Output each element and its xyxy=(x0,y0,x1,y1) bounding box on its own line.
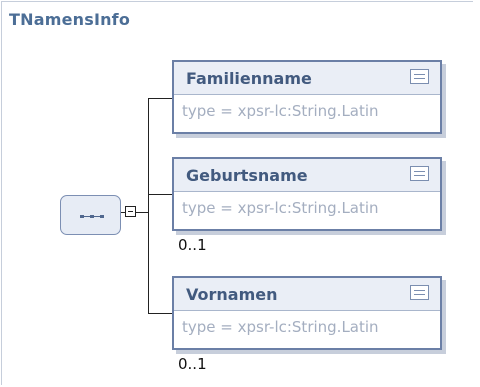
element-geburtsname[interactable]: Geburtsname type = xpsr-lc:String.Latin xyxy=(172,157,442,231)
documentation-icon[interactable] xyxy=(410,69,429,84)
occurrence-label: 0..1 xyxy=(178,236,207,254)
element-name: Vornamen xyxy=(186,285,278,304)
element-type: type = xpsr-lc:String.Latin xyxy=(182,102,379,120)
element-name: Geburtsname xyxy=(186,166,308,185)
connector-vertical-spine xyxy=(148,98,149,313)
sequence-compositor[interactable] xyxy=(60,195,121,235)
connector-to-geburtsname xyxy=(148,194,172,195)
connector-to-familienname xyxy=(148,98,172,99)
element-type: type = xpsr-lc:String.Latin xyxy=(182,318,379,336)
element-header: Familienname xyxy=(174,62,440,95)
element-name: Familienname xyxy=(186,69,312,88)
documentation-icon[interactable] xyxy=(410,285,429,300)
element-type: type = xpsr-lc:String.Latin xyxy=(182,199,379,217)
element-vornamen[interactable]: Vornamen type = xpsr-lc:String.Latin xyxy=(172,276,442,350)
diagram-frame xyxy=(1,1,473,385)
element-familienname[interactable]: Familienname type = xpsr-lc:String.Latin xyxy=(172,60,442,134)
occurrence-label: 0..1 xyxy=(178,355,207,373)
complex-type-title: TNamensInfo xyxy=(9,10,131,29)
connector-compositor-to-toggle xyxy=(121,212,125,213)
connector-toggle-to-spine xyxy=(136,212,148,213)
element-header: Geburtsname xyxy=(174,159,440,192)
sequence-icon xyxy=(80,215,105,218)
element-header: Vornamen xyxy=(174,278,440,311)
collapse-minus-icon[interactable] xyxy=(125,206,136,217)
documentation-icon[interactable] xyxy=(410,166,429,181)
connector-to-vornamen xyxy=(148,313,172,314)
